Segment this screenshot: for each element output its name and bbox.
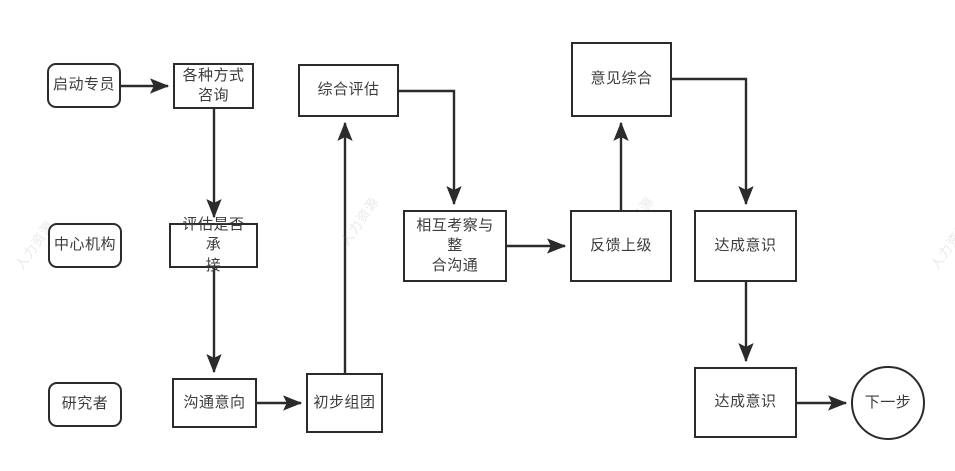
node-label: 反馈上级 — [589, 236, 652, 254]
node-qidong-zhuanyuan[interactable]: 启动专员 — [47, 63, 121, 108]
node-label: 评估是否承 接 — [182, 216, 245, 274]
edge-zonghe-to-xianghu — [399, 89, 462, 206]
node-yijian-zonghe[interactable]: 意见综合 — [571, 42, 672, 117]
node-zonghe-pinggu[interactable]: 综合评估 — [298, 64, 399, 117]
node-label: 下一步 — [864, 393, 912, 411]
node-label: 初步组团 — [313, 393, 376, 411]
node-dacheng-yishi-top[interactable]: 达成意识 — [694, 210, 797, 282]
node-label: 各种方式 咨询 — [182, 66, 245, 104]
watermark-text: 人力资源 — [927, 217, 955, 273]
node-label: 相互考察与整 合沟通 — [416, 216, 494, 275]
node-label: 综合评估 — [317, 81, 380, 99]
node-chubu-zutuan[interactable]: 初步组团 — [306, 373, 383, 433]
edge-yijian-to-dacheng-top — [672, 77, 754, 206]
node-label: 沟通意向 — [183, 393, 246, 411]
node-xia-yi-bu[interactable]: 下一步 — [851, 366, 925, 440]
node-label: 意见综合 — [590, 70, 653, 88]
node-zhongxin-jigou[interactable]: 中心机构 — [48, 223, 122, 268]
node-xianghu-kaocha[interactable]: 相互考察与整 合沟通 — [403, 210, 507, 282]
node-goutong-yixiang[interactable]: 沟通意向 — [172, 378, 257, 428]
node-label: 达成意识 — [714, 393, 777, 411]
node-label: 中心机构 — [54, 236, 117, 254]
node-label: 启动专员 — [53, 76, 116, 94]
watermark-text: 人力资源 — [337, 193, 382, 249]
node-yanjiuzhe[interactable]: 研究者 — [48, 382, 122, 427]
node-dacheng-yishi-bottom[interactable]: 达成意识 — [694, 367, 797, 438]
node-gezhong-fangshi-zixun[interactable]: 各种方式 咨询 — [173, 63, 254, 109]
node-fankui-shangji[interactable]: 反馈上级 — [570, 210, 672, 282]
node-label: 达成意识 — [714, 236, 777, 254]
node-label: 研究者 — [61, 395, 109, 413]
node-pinggu-shifou-chengjie[interactable]: 评估是否承 接 — [169, 216, 258, 274]
